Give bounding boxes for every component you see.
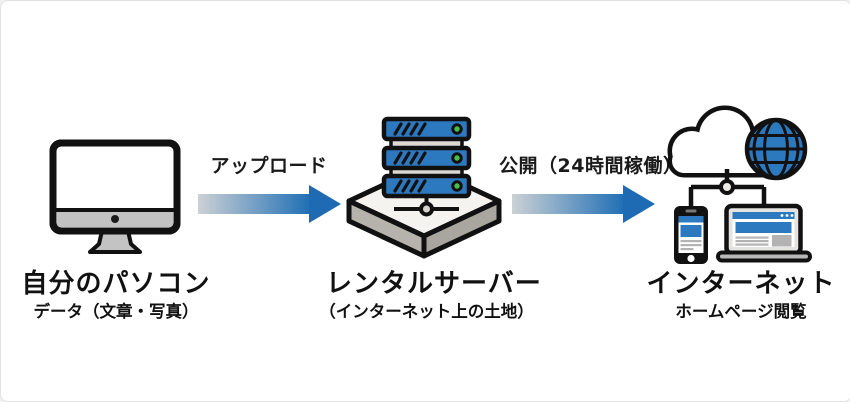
node-subtitle: （インターネット上の土地） (319, 302, 534, 321)
internet-cloud-devices-icon (667, 105, 812, 264)
server-unit-icon (381, 145, 472, 171)
node-subtitle: データ（文章・写真） (33, 302, 199, 321)
laptop-icon (716, 203, 812, 263)
node-title: インターネット (646, 269, 836, 299)
arrow-label: アップロード (210, 155, 328, 177)
right-arrow-icon (198, 185, 341, 223)
arrow-label: 公開（24時間稼働） (499, 155, 683, 177)
smartphone-icon (674, 206, 708, 264)
rental-server-icon (346, 116, 502, 259)
right-arrow-icon (512, 185, 655, 223)
node-subtitle: ホームページ閲覧 (675, 302, 807, 321)
node-title: 自分のパソコン (21, 269, 211, 299)
node-title: レンタルサーバー (326, 269, 542, 299)
desktop-computer-icon (49, 139, 181, 254)
network-node-icon (719, 179, 735, 195)
server-unit-icon (381, 173, 472, 199)
globe-icon (744, 117, 808, 181)
server-unit-icon (381, 116, 472, 142)
